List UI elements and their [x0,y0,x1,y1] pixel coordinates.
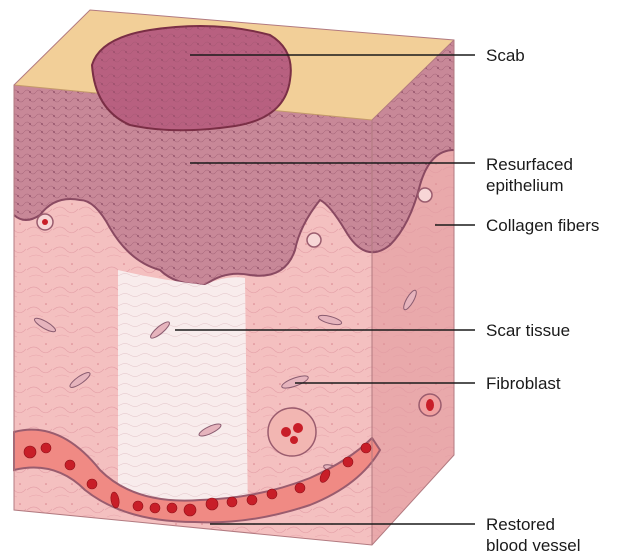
label-scab: Scab [486,45,525,66]
label-resurfaced-epithelium: Resurfaced epithelium [486,154,573,196]
label-scar-tissue: Scar tissue [486,320,570,341]
label-fibroblast: Fibroblast [486,373,561,394]
label-collagen-fibers: Collagen fibers [486,215,599,236]
label-restored-blood-vessel: Restored blood vessel [486,514,581,556]
